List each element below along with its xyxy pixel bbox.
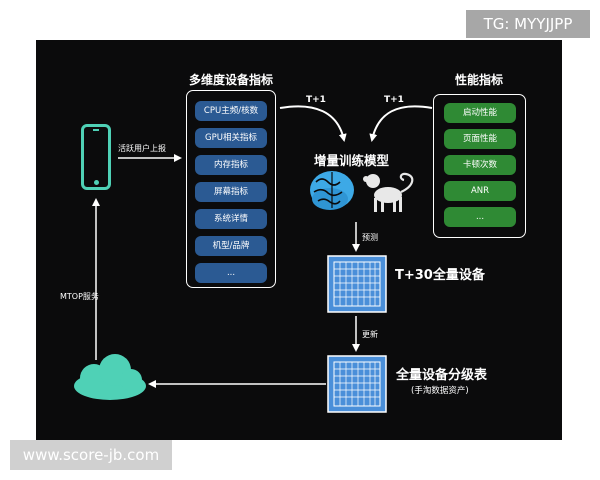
tg-watermark: TG: MYYJJPP <box>466 10 590 38</box>
device-metric-item: GPU相关指标 <box>195 128 267 148</box>
device-metric-item: 内存指标 <box>195 155 267 175</box>
active-user-report-label: 活跃用户上报 <box>118 144 166 153</box>
performance-metric-item: 页面性能 <box>444 129 516 149</box>
site-watermark: www.score-jb.com <box>10 440 172 470</box>
performance-metric-item: 卡顿次数 <box>444 155 516 175</box>
performance-metric-item: ... <box>444 207 516 227</box>
cloud-icon <box>74 354 146 400</box>
device-metric-item: ... <box>195 263 267 283</box>
grade-table-title: 全量设备分级表 <box>396 368 488 383</box>
device-metric-item: 屏幕指标 <box>195 182 267 202</box>
performance-metrics-panel: 启动性能 页面性能 卡顿次数 ANR ... <box>433 94 526 238</box>
arrow-device-to-model <box>279 105 347 142</box>
predict-label: 预测 <box>362 233 378 242</box>
performance-metrics-title: 性能指标 <box>455 73 504 87</box>
model-title: 增量训练模型 <box>314 153 390 168</box>
device-metrics-title: 多维度设备指标 <box>189 73 274 87</box>
device-metrics-panel: CPU主频/核数 GPU相关指标 内存指标 屏幕指标 系统详情 机型/品牌 ..… <box>186 90 276 288</box>
grid-table-icon <box>327 355 387 413</box>
phone-icon <box>81 124 111 190</box>
device-metric-item: CPU主频/核数 <box>195 101 267 121</box>
update-label: 更新 <box>362 330 378 339</box>
grid-table-icon <box>327 255 387 313</box>
mtop-label: MTOP服务 <box>60 292 99 301</box>
monkey-icon <box>363 172 414 212</box>
grade-table-subtitle: (手淘数据资产) <box>411 386 469 396</box>
t-plus-1-left-label: T+1 <box>306 95 326 105</box>
device-metric-item: 系统详情 <box>195 209 267 229</box>
brain-icon <box>310 171 354 210</box>
performance-metric-item: 启动性能 <box>444 103 516 123</box>
performance-metric-item: ANR <box>444 181 516 201</box>
t30-devices-title: T+30全量设备 <box>395 268 485 283</box>
device-metric-item: 机型/品牌 <box>195 236 267 256</box>
arrow-performance-to-model <box>369 105 433 142</box>
t-plus-1-right-label: T+1 <box>384 95 404 105</box>
